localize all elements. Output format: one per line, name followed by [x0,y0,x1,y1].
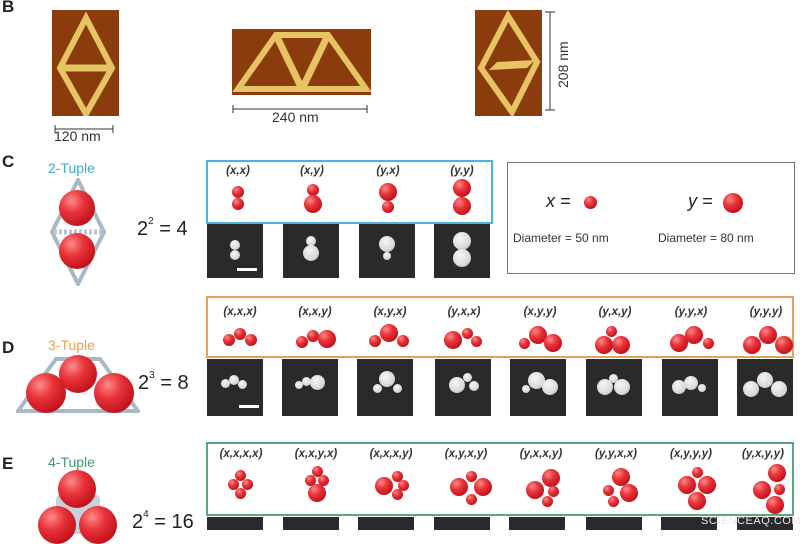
three-tuple-model [16,353,140,415]
four-tuple-model [36,470,120,544]
sem-image [662,359,718,416]
sem-image [207,224,263,278]
col-label: (y,x) [376,165,400,177]
watermark: SCIENCEAQ.COM [701,515,800,527]
eq-base: 2 [137,218,149,240]
equation-4-tuple: 24 = 16 [132,509,194,534]
col-label: (x,x) [226,165,250,177]
equation-3-tuple: 23 = 8 [138,370,189,395]
afm-image-2-tuple [52,10,119,116]
sem-image [359,224,415,278]
sphere-y [59,190,95,226]
col-label: (x,x,y) [298,306,332,318]
sem-image [283,224,339,278]
sem-image [282,359,338,416]
four-tuple-box: (x,x,x,x) (x,x,y,x) (x,x,x,y) (x,y,x,y) … [206,442,794,516]
eq-base: 2 [132,511,144,533]
two-tuple-box: (x,x) (x,y) (y,x) (y,y) [206,160,493,224]
panel-letter-d: D [2,338,15,357]
sem-image [207,517,263,530]
col-label: (y,y) [450,165,474,177]
legend-y-desc: Diameter = 80 nm [658,231,754,245]
sem-image [661,517,717,530]
col-label: (x,y,x) [373,306,407,318]
eq-exp: 4 [143,509,149,520]
origami-diamond-icon [52,10,119,116]
col-label: (y,y,x) [674,306,708,318]
sem-image [586,359,642,416]
eq-rhs: = 16 [154,511,194,533]
col-label: (y,x,y,y) [742,448,784,460]
sphere-y [59,233,95,269]
sem-image [509,517,565,530]
three-tuple-box: (x,x,x) (x,x,y) (x,y,x) (y,x,x) (x,y,y) … [206,296,794,358]
scale-arrow-240 [232,100,368,113]
tuple-label-4: 4-Tuple [48,454,95,470]
panel-letter-e: E [2,454,14,473]
eq-rhs: = 4 [159,218,188,240]
scale-bar [239,405,259,408]
col-label: (y,x,y) [598,306,632,318]
col-label: (x,y,y) [523,306,557,318]
sem-image [737,359,793,416]
scale-bar [237,268,257,271]
legend-box: x = y = Diameter = 50 nm Diameter = 80 n… [507,162,795,274]
sem-image [358,517,414,530]
legend-y-label: y = [688,191,713,211]
panel-letter-b: B [2,0,15,16]
col-label: (x,x,x,y) [369,448,413,460]
scale-arrow-208 [545,11,555,111]
panel-letter-c: C [2,152,15,171]
tuple-label-2: 2-Tuple [48,160,95,176]
col-label: (y,x,x) [447,306,481,318]
scale-arrow-120 [54,120,114,133]
legend-y-sphere [723,193,743,213]
col-label: (x,x,x) [223,306,257,318]
afm-image-2-tuple-b [475,10,542,116]
eq-exp: 3 [149,370,155,381]
sem-image [435,359,491,416]
sem-image [737,517,793,530]
afm-image-3-tuple [232,29,371,95]
col-label: (y,x,x,y) [519,448,563,460]
col-label: (y,y,x,x) [595,448,637,460]
origami-trapezoid-icon [232,29,371,95]
col-label: (x,x,x,x) [219,448,263,460]
scale-label-240: 240 nm [272,109,319,125]
scale-label-120: 120 nm [54,128,101,144]
sem-image [357,359,413,416]
sem-image [586,517,642,530]
legend-x-sphere [584,196,597,209]
equation-2-tuple: 22 = 4 [137,216,188,241]
eq-exp: 2 [148,216,154,227]
col-label: (y,y,y) [749,306,783,318]
tuple-label-3: 3-Tuple [48,337,95,353]
col-label: (x,y,x,y) [444,448,488,460]
col-label: (x,y,y,y) [670,448,712,460]
sem-image [283,517,339,530]
sem-image [510,359,566,416]
eq-rhs: = 8 [160,372,189,394]
legend-x-desc: Diameter = 50 nm [513,231,609,245]
col-label: (x,x,y,x) [294,448,338,460]
col-label: (x,y) [300,165,324,177]
legend-x-label: x = [546,191,571,211]
sem-image [434,517,490,530]
origami-diamond-icon [475,10,542,116]
eq-base: 2 [138,372,150,394]
sem-image [434,224,490,278]
scale-label-208: 208 nm [555,41,571,88]
sem-image [207,359,263,416]
two-tuple-model [48,178,108,286]
